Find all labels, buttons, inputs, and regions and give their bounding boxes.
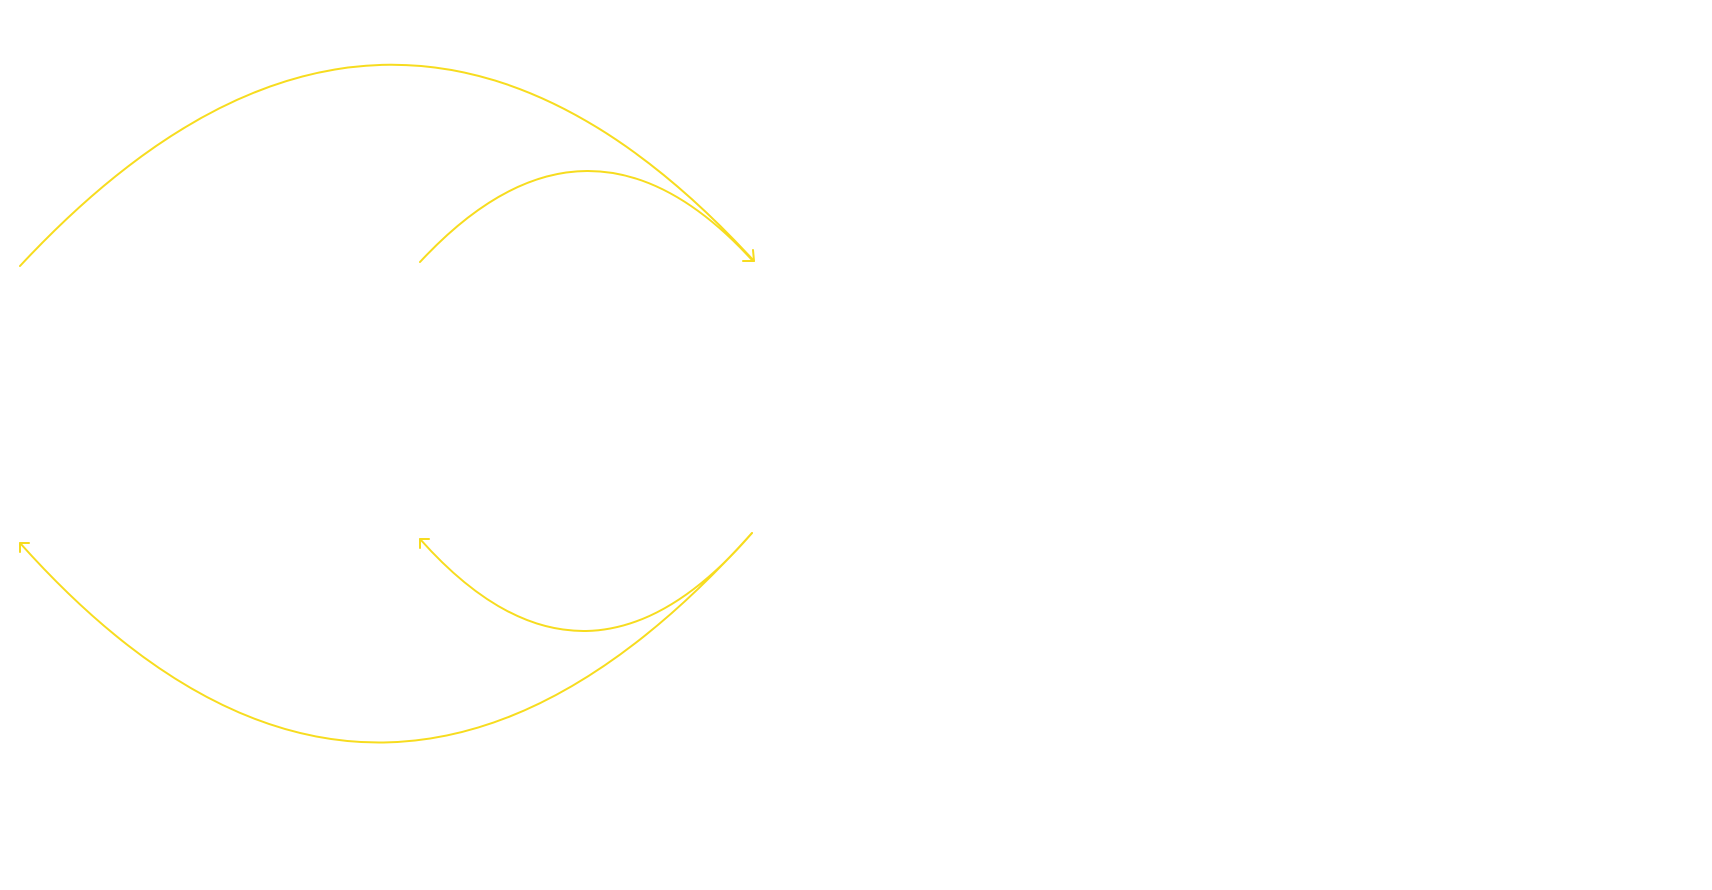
inner-bottom-arc-arrow: [419, 532, 753, 632]
inner-top-arc-line: [419, 170, 753, 263]
outer-bottom-arc-arrow: [19, 532, 753, 744]
inner-bottom-arc-line: [419, 532, 753, 632]
inner-top-arc-arrow: [419, 170, 753, 263]
outer-top-arc-arrow: [19, 63, 755, 267]
outer-top-arc-line: [19, 63, 755, 267]
outer-bottom-arc-line: [19, 532, 753, 744]
outer-top-arrowhead: [742, 249, 755, 262]
outer-bottom-arrowhead: [19, 542, 30, 553]
inner-bottom-arrowhead: [419, 538, 430, 549]
